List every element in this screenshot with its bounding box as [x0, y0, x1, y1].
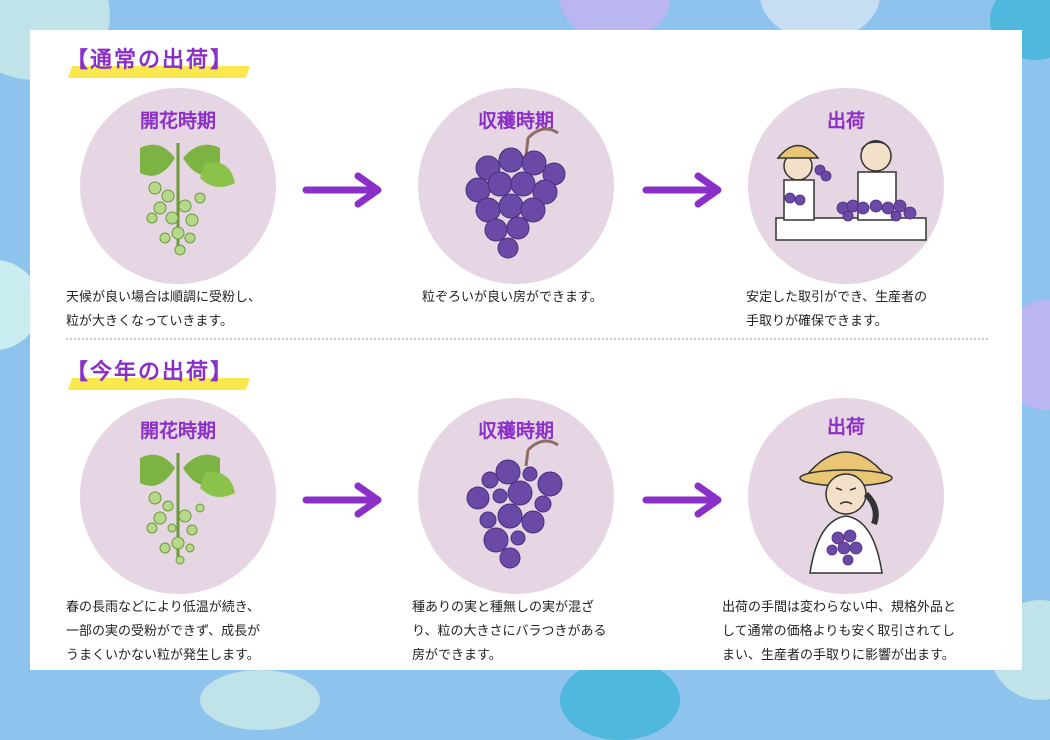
stage-circle-flowering: 開花時期	[80, 88, 276, 284]
stage-circle-shipping: 出荷	[748, 88, 944, 284]
stage-description: 出荷の手間は変わらない中、規格外品と して通常の価格よりも安く取引されてし まい…	[722, 600, 957, 663]
happy-farmers-icon	[775, 140, 927, 241]
stage-label: 出荷	[826, 110, 865, 132]
section-title-normal: 【通常の出荷】	[66, 42, 251, 78]
stage-label: 開花時期	[139, 420, 216, 442]
stage-description: 春の長雨などにより低温が続き、 一部の実の受粉ができず、成長が うまくいかない粒…	[66, 600, 261, 663]
stage-circle-harvest: 収穫時期	[418, 88, 614, 284]
stage-circle-shipping: 出荷	[748, 398, 944, 594]
section-title-this-year: 【今年の出荷】	[66, 354, 251, 390]
stage-circle-harvest: 収穫時期	[418, 398, 614, 594]
bg-blob	[200, 670, 320, 730]
bg-blob	[560, 660, 680, 740]
stage-label: 出荷	[826, 416, 865, 438]
stage-description: 天候が良い場合は順調に受粉し、 粒が大きくなっていきます。	[66, 290, 262, 329]
stage-circle-flowering: 開花時期	[80, 398, 276, 594]
arrow-right-icon	[302, 482, 382, 518]
stage-label: 開花時期	[139, 110, 216, 132]
arrow-right-icon	[642, 482, 722, 518]
grape-flower-icon	[140, 143, 235, 256]
stage-label: 収穫時期	[477, 420, 554, 442]
stage-description: 粒ぞろいが良い房ができます。	[422, 290, 603, 305]
arrow-right-icon	[642, 172, 722, 208]
section-divider	[66, 338, 988, 340]
worried-farmer-icon	[799, 451, 893, 574]
arrow-right-icon	[302, 172, 382, 208]
stage-description: 種ありの実と種無しの実が混ざ り、粒の大きさにバラつきがある 房ができます。	[412, 600, 607, 663]
stage-description: 安定した取引ができ、生産者の 手取りが確保できます。	[746, 290, 928, 329]
uneven-grape-bunch-icon	[466, 439, 563, 569]
grape-bunch-icon	[465, 127, 566, 259]
stage-label: 収穫時期	[477, 110, 554, 132]
grape-flower-icon	[140, 453, 235, 565]
